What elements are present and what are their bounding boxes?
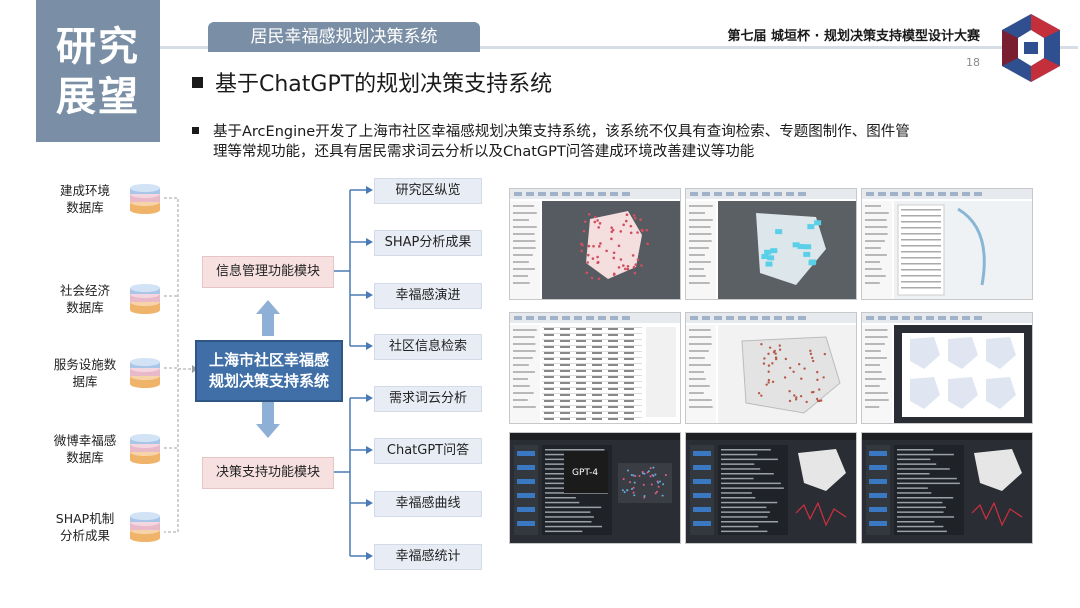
- description-bullet-icon: [192, 126, 199, 134]
- system-screenshot-thumbnail: [861, 312, 1033, 424]
- corner-line-2: 展望: [56, 74, 140, 120]
- database-label: 建成环境数据库: [40, 182, 130, 216]
- database-label-line-1: 建成环境: [59, 183, 110, 198]
- system-screenshot-thumbnail: [685, 432, 857, 544]
- description: 基于ArcEngine开发了上海市社区幸福感规划决策支持系统，该系统不仅具有查询…: [192, 122, 992, 162]
- database-icon: [130, 184, 160, 214]
- database-icon: [130, 358, 160, 388]
- system-title-tab: 居民幸福感规划决策系统: [208, 22, 480, 52]
- database-label: SHAP机制分析成果: [40, 510, 130, 544]
- central-system-line-2: 规划决策支持系统: [208, 372, 329, 390]
- function-box: 研究区纵览: [374, 178, 482, 204]
- database-label-line-2: 分析成果: [59, 528, 110, 543]
- database-label: 微博幸福感数据库: [40, 432, 130, 466]
- function-box: ChatGPT问答: [374, 438, 482, 464]
- database-label: 服务设施数据库: [40, 356, 130, 390]
- system-screenshot-thumbnail: [861, 432, 1033, 544]
- central-system-box: 上海市社区幸福感规划决策支持系统: [195, 340, 343, 402]
- database-label-line-1: SHAP机制: [55, 511, 115, 526]
- function-box: 幸福感演进: [374, 283, 482, 309]
- central-system-line-1: 上海市社区幸福感: [208, 351, 329, 369]
- system-screenshot-thumbnail: [861, 188, 1033, 300]
- database-label-line-2: 数据库: [66, 200, 104, 215]
- system-screenshot-thumbnail: [685, 312, 857, 424]
- system-screenshot-thumbnail: [509, 312, 681, 424]
- description-line-1: 基于ArcEngine开发了上海市社区幸福感规划决策支持系统，该系统不仅具有查询…: [213, 124, 910, 140]
- header-rule: [160, 46, 1078, 49]
- database-label-line-1: 社会经济: [59, 283, 110, 298]
- function-box: 社区信息检索: [374, 334, 482, 360]
- page-number: 18: [966, 56, 980, 69]
- database-icon: [130, 512, 160, 542]
- function-box: 幸福感曲线: [374, 491, 482, 517]
- database-label-line-2: 据库: [72, 374, 98, 389]
- contest-name: 第七届 城垣杯 · 规划决策支持模型设计大赛: [727, 29, 980, 44]
- contest-logo-icon: [1002, 14, 1060, 82]
- description-line-2: 理等常规功能，还具有居民需求词云分析以及ChatGPT问答建成环境改善建议等功能: [213, 144, 755, 160]
- system-screenshot-thumbnail: GPT-4: [509, 432, 681, 544]
- database-label-line-1: 服务设施数: [53, 357, 117, 372]
- database-label-line-2: 数据库: [66, 300, 104, 315]
- svg-text:GPT-4: GPT-4: [572, 468, 598, 478]
- function-box: SHAP分析成果: [374, 230, 482, 256]
- info-management-module: 信息管理功能模块: [202, 256, 334, 288]
- database-icon: [130, 284, 160, 314]
- database-label: 社会经济数据库: [40, 282, 130, 316]
- database-label-line-1: 微博幸福感: [53, 433, 117, 448]
- corner-line-1: 研究: [56, 24, 140, 70]
- section-corner-label: 研究 展望: [36, 0, 160, 142]
- headline: 基于ChatGPT的规划决策支持系统: [192, 66, 552, 98]
- system-screenshot-thumbnail: [509, 188, 681, 300]
- database-label-line-2: 数据库: [66, 450, 104, 465]
- decision-support-module: 决策支持功能模块: [202, 457, 334, 489]
- headline-text: 基于ChatGPT的规划决策支持系统: [215, 72, 553, 97]
- function-box: 需求词云分析: [374, 386, 482, 412]
- headline-bullet-icon: [192, 76, 203, 88]
- function-box: 幸福感统计: [374, 544, 482, 570]
- system-screenshot-thumbnail: [685, 188, 857, 300]
- database-icon: [130, 434, 160, 464]
